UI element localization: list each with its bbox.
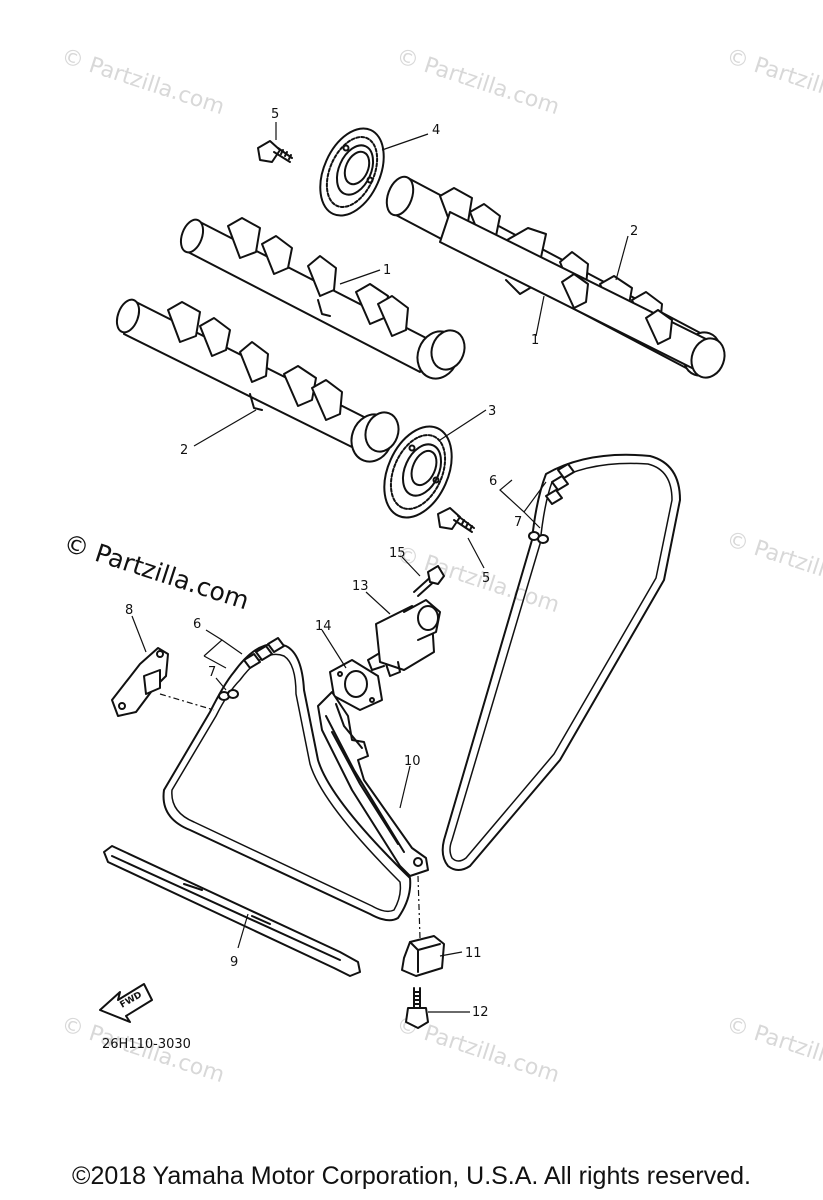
- chain-link-part: [218, 637, 285, 701]
- guide-stopper-part: [401, 935, 445, 977]
- bolt-part: [413, 565, 445, 597]
- fwd-arrow-icon: [99, 983, 153, 1023]
- callout-6: 6: [489, 474, 497, 489]
- watermark: © Partzilla.com: [723, 1012, 823, 1088]
- callout-3: 3: [488, 404, 496, 419]
- watermark-prominent: © Partzilla.com: [60, 528, 252, 615]
- callout-10: 10: [404, 754, 421, 769]
- copyright-text: ©2018 Yamaha Motor Corporation, U.S.A. A…: [72, 1162, 751, 1190]
- callout-15: 15: [389, 546, 406, 561]
- bolt-part: [405, 987, 429, 1029]
- leader-lines: [131, 122, 629, 1013]
- watermark: © Partzilla.com: [58, 44, 227, 120]
- bolt-part: [257, 140, 293, 163]
- watermark: © Partzilla.com: [393, 44, 562, 120]
- callout-5: 5: [482, 571, 490, 586]
- watermark: © Partzilla.com: [723, 527, 823, 603]
- camshaft-part: [115, 298, 400, 463]
- part-code: 26H110-3030: [102, 1037, 191, 1052]
- callout-14: 14: [315, 619, 332, 634]
- callout-7: 7: [514, 515, 522, 530]
- chain-guide-part: [111, 647, 169, 717]
- cam-chain-part: [441, 453, 681, 871]
- callout-12: 12: [472, 1005, 489, 1020]
- callout-11: 11: [465, 946, 482, 961]
- callout-labels: 5 4 1 2 1 2 3 6 7 5 15 13 14 8 6 7 10 11…: [125, 107, 638, 1020]
- callout-7: 7: [208, 665, 216, 680]
- bolt-part: [437, 507, 475, 533]
- callout-9: 9: [230, 955, 238, 970]
- chain-link-part: [528, 463, 575, 544]
- callout-2: 2: [180, 443, 188, 458]
- chain-guide-part: [103, 845, 361, 977]
- callout-1: 1: [383, 263, 391, 278]
- camshaft-part: [439, 211, 726, 379]
- chain-guide-part: [317, 691, 429, 877]
- callout-8: 8: [125, 603, 133, 618]
- camshaft-part: [179, 217, 466, 380]
- callout-4: 4: [432, 123, 440, 138]
- cam-sprocket-part: [319, 127, 385, 217]
- callout-13: 13: [352, 579, 369, 594]
- callout-2: 2: [630, 224, 638, 239]
- cam-chain-part: [162, 642, 412, 922]
- callout-5: 5: [271, 107, 279, 122]
- chain-tensioner-part: [367, 599, 441, 677]
- watermark: © Partzilla.com: [723, 44, 823, 120]
- callout-6: 6: [193, 617, 201, 632]
- cam-sprocket-part: [383, 425, 453, 519]
- callout-1: 1: [531, 333, 539, 348]
